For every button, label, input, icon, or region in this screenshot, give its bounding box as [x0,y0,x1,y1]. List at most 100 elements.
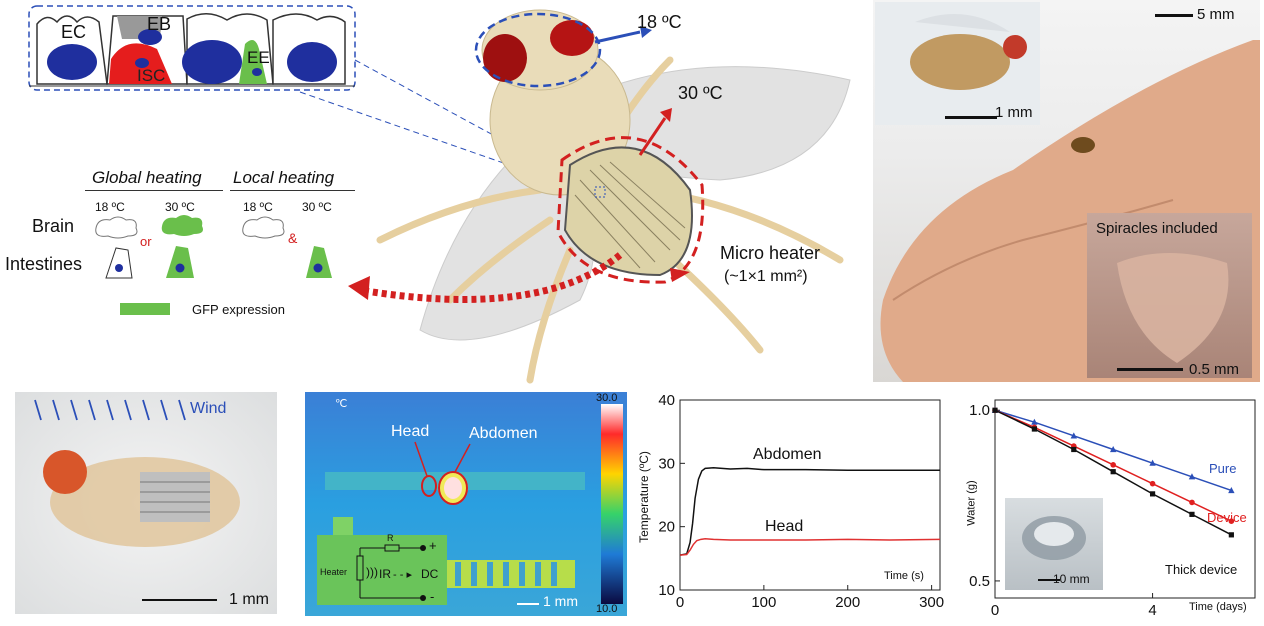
colorbar-min: 10.0 [596,603,618,615]
wind-scalebar [142,599,217,601]
row-label-intestines: Intestines [5,254,83,274]
wind-arrows [34,399,240,547]
main-scale-label: 5 mm [1197,6,1235,23]
abdomen-series-label: Abdomen [753,446,822,463]
global-heating-heading: Global heating [92,168,202,187]
nucleus-2 [138,29,162,45]
x-tick-label: 200 [835,594,860,611]
head-dashed-circle [474,12,602,88]
circuit-dc-label: DC [421,567,439,581]
data-point [1070,432,1077,439]
and-label: & [288,230,298,246]
circuit-plus: + [429,538,437,553]
circuit-resistor-label: R [387,533,394,543]
data-point [1110,462,1116,468]
temp-local-30: 30 ºC [302,200,332,214]
x-tick-label: 300 [919,594,944,611]
fly-inset-photo [875,2,1040,125]
fly-illustration: 18 ºC 30 ºC Micro heater (~1×1 mm²) [340,0,860,390]
label-eb: EB [147,14,172,34]
finger-photo: 1 mm 5 mm Spiracles included 0.5 mm [873,0,1260,382]
inset-scalebar [945,116,997,119]
data-point [1149,491,1156,497]
data-point [1031,426,1037,432]
data-point [1149,459,1156,466]
head-temp-label: 18 ºC [637,12,682,32]
data-point [1109,446,1117,453]
pure-series-label: Pure [1209,461,1237,476]
y-tick-label: 20 [658,519,675,536]
nucleus-6 [287,42,337,82]
label-ee: EE [247,48,270,67]
wind-scale-label: 1 mm [229,591,269,608]
water-inset-scalebar [1038,579,1060,581]
series-line-abdomen [679,467,940,556]
temp-chart-ylabel: Temperature (ºC) [636,451,651,543]
water-inset-scale-label: 10 mm [1053,572,1090,586]
thermal-abdomen-circle [438,471,468,505]
device-series-label: Device [1207,510,1247,525]
plot-frame [994,399,1256,599]
thermal-colorbar [601,404,623,604]
x-tick-label: 0 [676,594,684,611]
data-point [1188,473,1196,480]
heading-underline-local [230,190,355,191]
colorbar-max: 30.0 [596,392,618,404]
local-heating-heading: Local heating [233,168,335,187]
x-tick-label: 0 [991,602,999,619]
thermal-scalebar [517,603,539,605]
spiracles-label: Spiracles included [1096,220,1218,237]
thermal-image: ℃ Head Abdomen 30.0 10.0 1 mm Heater R I… [305,392,627,616]
gfp-legend-swatch [120,303,170,315]
nucleus-3 [135,58,149,68]
wind-label: Wind [190,400,227,417]
brain-intestine-icons [95,215,332,315]
row-label-brain: Brain [32,216,75,236]
abdomen-temp-label: 30 ºC [678,83,723,103]
label-isc: ISC [137,66,166,85]
spiracles-scalebar [1117,368,1183,371]
nucleus-4 [182,40,242,84]
y-tick-label: 0.5 [969,573,990,590]
main-scalebar [1155,14,1193,17]
temp-local-18: 18 ºC [243,200,273,214]
series-line-head [679,537,941,556]
thermal-scale-label: 1 mm [543,593,578,609]
data-point [1071,446,1077,453]
circuit-arrow: - - ▸ [393,569,412,581]
plot-frame [679,399,941,591]
data-point [1189,511,1195,517]
spiracles-scale-label: 0.5 mm [1189,361,1240,378]
micro-heater-size: (~1×1 mm²) [724,268,808,285]
nucleus-5 [252,68,262,76]
nucleus-1 [47,44,97,80]
data-point [1189,499,1195,506]
cell-diagram [28,5,356,91]
or-label: or [140,234,152,249]
thermal-unit: ℃ [335,398,348,410]
cell-schematic: EC EB ISC EE [27,4,357,92]
data-point [1149,480,1156,487]
x-tick-label: 4 [1148,602,1156,619]
wind-photo: Wind 1 mm [15,392,277,614]
gfp-legend-label: GFP expression [192,302,285,317]
heading-underline-global [85,190,223,191]
head-series-label: Head [765,518,804,535]
water-chart-ylabel: Water (g) [965,480,978,526]
thick-device-series-label: Thick device [1165,562,1238,577]
data-point [1228,532,1234,538]
circuit-minus: - [430,589,435,604]
temp-chart-xlabel: Time (s) [884,570,924,582]
thermal-abdomen-label: Abdomen [469,425,538,442]
abdomen-dashed-outline [556,136,705,284]
temp-global-18: 18 ºC [95,200,125,214]
data-point [1228,486,1235,494]
y-tick-label: 10 [658,582,675,599]
spiracles-inset-photo [1087,213,1252,378]
water-chart-xlabel: Time (days) [1189,601,1247,613]
y-tick-label: 30 [658,455,675,472]
